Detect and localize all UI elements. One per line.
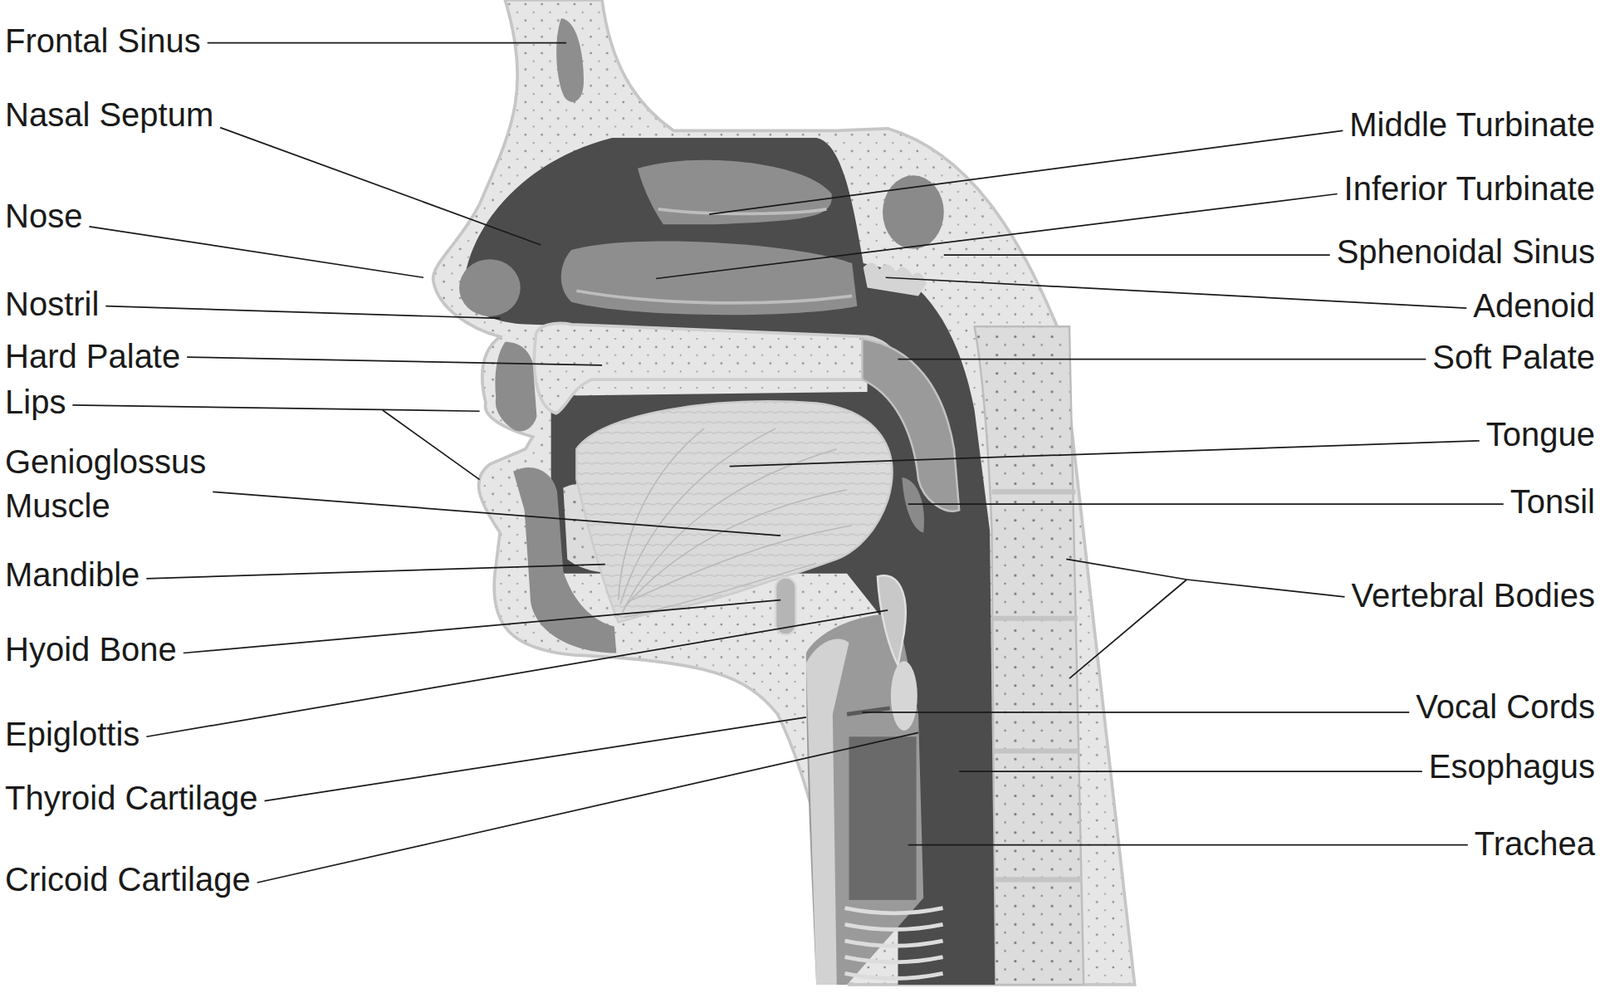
leader-line (264, 717, 807, 802)
part-label: Hyoid Bone (4, 627, 177, 672)
part-label: Vocal Cords (1415, 685, 1596, 730)
part-label: Tonsil (1510, 479, 1596, 524)
part-label: Middle Turbinate (1349, 102, 1596, 147)
part-label: Mandible (4, 552, 140, 597)
part-label: Hard Palate (4, 334, 181, 379)
leader-line (183, 600, 781, 654)
leader-line (220, 127, 541, 245)
leader-line (186, 357, 602, 366)
leader-line (257, 732, 919, 883)
part-label: Adenoid (1472, 283, 1596, 328)
leader-line (655, 193, 1337, 279)
leader-line (88, 226, 424, 278)
leader-line (709, 130, 1343, 215)
leader-line (72, 405, 480, 412)
part-label: Trachea (1474, 822, 1596, 867)
part-label: Genioglossus Muscle (4, 440, 255, 529)
leader-line (944, 254, 1331, 256)
leader-line (207, 42, 567, 45)
part-label: Thyroid Cartilage (4, 776, 259, 821)
leader-line (212, 491, 781, 536)
leader-line (1186, 579, 1345, 597)
part-label: Epiglottis (4, 712, 140, 757)
leader-line (1069, 579, 1187, 679)
leader-line (908, 503, 1504, 505)
part-label: Frontal Sinus (4, 19, 201, 64)
part-label: Inferior Turbinate (1344, 166, 1596, 211)
part-label: Tongue (1486, 412, 1596, 457)
part-label: Lips (4, 380, 66, 425)
part-label: Nostril (4, 282, 99, 327)
leader-line (908, 844, 1468, 847)
leader-line (897, 358, 1426, 361)
leader-line (146, 610, 888, 737)
head-section (433, 0, 1136, 985)
part-label: Nose (4, 194, 83, 239)
leader-line (959, 770, 1423, 773)
part-label: Esophagus (1428, 744, 1596, 789)
part-label: Sphenoidal Sinus (1336, 229, 1596, 275)
leader-lines (72, 43, 1503, 883)
leader-line (1066, 558, 1187, 580)
leader-line (105, 306, 500, 319)
part-label: Vertebral Bodies (1350, 573, 1596, 618)
leader-line (146, 564, 605, 579)
part-label: Nasal Septum (4, 92, 214, 138)
part-label: Soft Palate (1432, 335, 1596, 380)
leader-line (885, 277, 1468, 309)
leader-line (729, 440, 1480, 467)
leader-line (861, 711, 1410, 714)
leader-line (382, 410, 480, 480)
part-label: Cricoid Cartilage (4, 857, 251, 902)
